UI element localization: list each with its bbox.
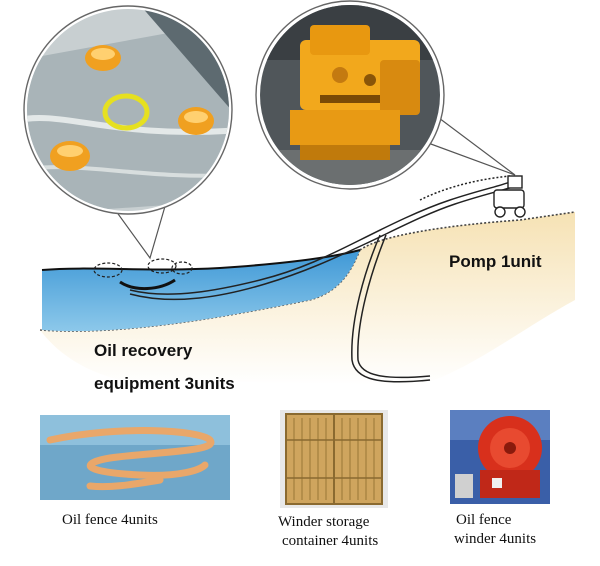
ground-bank	[40, 212, 575, 385]
oil-fence-winder-photo	[450, 410, 550, 504]
surface-skimmers	[93, 258, 193, 290]
winder-storage-label-line1: Winder storage	[278, 514, 370, 530]
pump-photo-callout	[255, 0, 516, 190]
oil-fence-winder-label-line2: winder 4units	[454, 531, 537, 547]
oil-fence-label: Oil fence 4units	[62, 512, 158, 528]
oil-recovery-label-line1: Oil recovery	[94, 341, 193, 360]
pump-icon	[493, 175, 526, 218]
bank-edge	[359, 211, 576, 251]
winder-storage-container-photo	[280, 410, 388, 508]
hose-lines	[129, 175, 516, 383]
oil-recovery-label-line2: equipment 3units	[94, 374, 235, 393]
oil-fence-winder-label-line1: Oil fence	[456, 512, 512, 528]
oil-fence-photo	[40, 415, 230, 500]
pump-label: Pomp 1unit	[449, 252, 542, 271]
oil-recovery-photo-callout	[23, 5, 233, 260]
winder-storage-label-line2: container 4units	[282, 533, 379, 549]
